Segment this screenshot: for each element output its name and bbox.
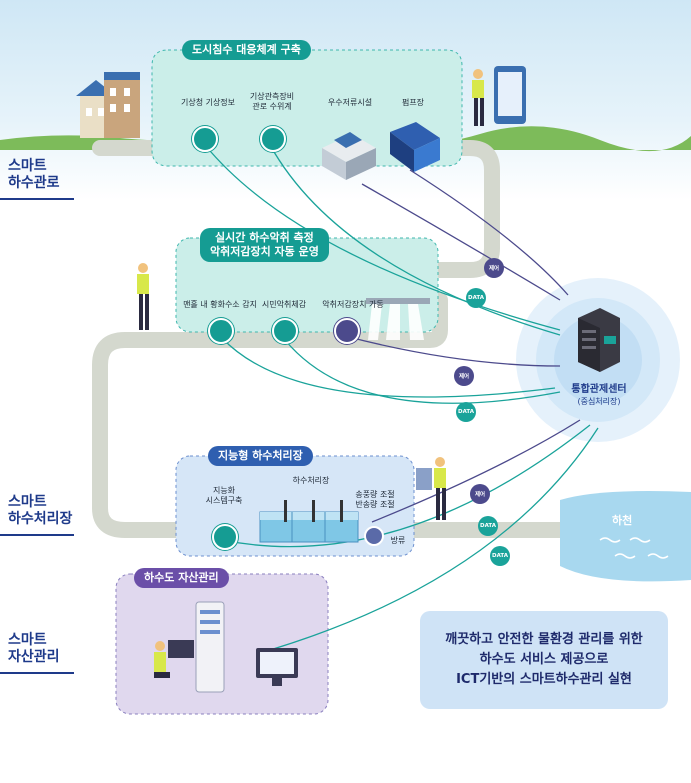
label-deodorizer: 악취저감장치 가동 bbox=[322, 300, 384, 309]
label-h2s: 맨홀 내 황화수소 감지 bbox=[183, 300, 257, 309]
data-tag-3: DATA bbox=[478, 516, 498, 536]
panel-flood bbox=[151, 49, 463, 167]
manhole-sensor-icon bbox=[208, 318, 234, 344]
worker-figure-plant bbox=[416, 457, 446, 520]
data-tag-1: DATA bbox=[466, 288, 486, 308]
worker-figure-top bbox=[472, 66, 526, 126]
section-plant-label: 스마트 하수처리장 bbox=[8, 494, 73, 527]
nose-icon bbox=[272, 318, 298, 344]
label-discharge: 방류 bbox=[390, 536, 406, 545]
server-rack-icon bbox=[578, 308, 620, 372]
weather-cloud-icon bbox=[192, 126, 218, 152]
summary-message: 깨끗하고 안전한 물환경 관리를 위한 하수도 서비스 제공으로 ICT기반의 … bbox=[420, 611, 668, 709]
section-sewer-underline bbox=[0, 198, 74, 200]
pump-station-icon bbox=[390, 122, 440, 172]
river-waves bbox=[599, 537, 669, 559]
sewer-pipe bbox=[92, 140, 568, 538]
panel-plant-title: 지능형 하수처리장 bbox=[208, 446, 313, 466]
storage-facility-icon bbox=[322, 132, 376, 180]
control-tag-3: 제어 bbox=[470, 484, 490, 504]
section-sewer-label: 스마트 하수관로 bbox=[8, 158, 60, 191]
blower-icon bbox=[364, 526, 384, 546]
control-tag-2: 제어 bbox=[454, 366, 474, 386]
panel-asset-title: 하수도 자산관리 bbox=[134, 568, 229, 588]
deodorizer-icon bbox=[366, 298, 430, 340]
panel-flood-title: 도시침수 대응체계 구축 bbox=[182, 40, 311, 60]
label-weather: 기상청 기상정보 bbox=[180, 98, 236, 107]
label-treatment: 하수처리장 bbox=[292, 476, 330, 485]
data-tag-2: DATA bbox=[456, 402, 476, 422]
worker-figure-middle bbox=[137, 263, 149, 330]
deodorizer-control-icon bbox=[334, 318, 360, 344]
house-illustration bbox=[76, 72, 140, 138]
smart-system-icon bbox=[212, 524, 238, 550]
center-title: 통합관제센터 bbox=[571, 384, 627, 395]
label-odor-sense: 시민악취체감 bbox=[261, 300, 307, 309]
label-smart-system: 지능화 시스템구축 bbox=[205, 486, 243, 505]
label-storage: 우수저류시설 bbox=[327, 98, 373, 107]
connection-lines bbox=[204, 144, 599, 651]
center-subtitle: (중심처리장) bbox=[577, 397, 621, 406]
water-level-gauge-icon bbox=[260, 126, 286, 152]
section-asset-underline bbox=[0, 672, 74, 674]
label-pump: 펌프장 bbox=[401, 98, 425, 107]
section-plant-underline bbox=[0, 534, 74, 536]
treatment-tanks-icon bbox=[259, 500, 359, 543]
data-tag-4: DATA bbox=[490, 546, 510, 566]
control-tag-1: 제어 bbox=[484, 258, 504, 278]
panel-odor-title: 실시간 하수악취 측정 악취저감장치 자동 운영 bbox=[200, 228, 329, 262]
asset-workstation-icon bbox=[154, 601, 298, 693]
label-sewer-level: 기상관측장비 관로 수위계 bbox=[249, 92, 295, 111]
label-air-control: 송풍량 조절 반송량 조절 bbox=[355, 490, 395, 509]
river-area bbox=[560, 491, 691, 582]
section-asset-label: 스마트 자산관리 bbox=[8, 632, 60, 665]
label-river: 하천 bbox=[612, 514, 633, 527]
